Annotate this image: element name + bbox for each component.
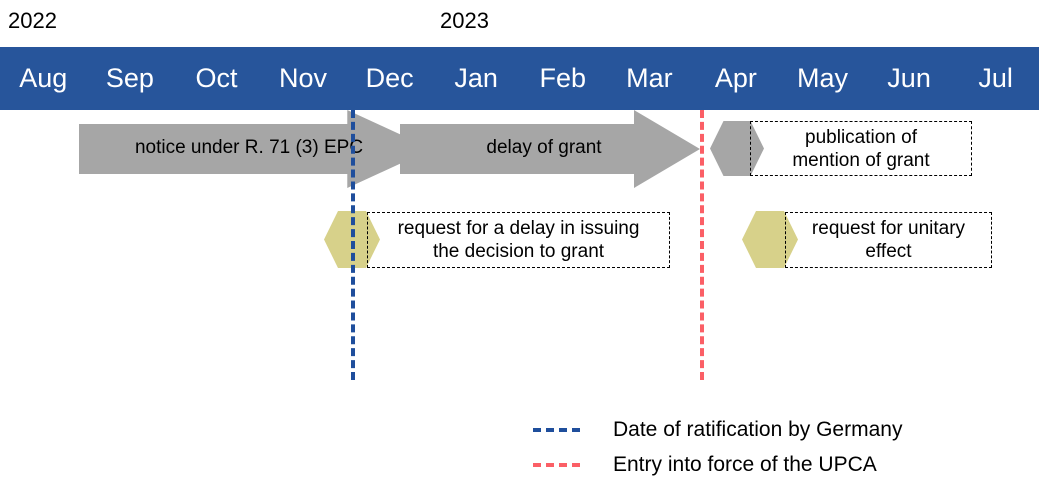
month-cell-may: May [796, 63, 848, 93]
month-cell-apr: Apr [714, 63, 757, 93]
hexagon-marker-publication [710, 121, 764, 176]
year-label-2023: 2023 [440, 8, 489, 33]
legend-item-ratification: Date of ratification by Germany [533, 412, 1003, 447]
callout-publication-line1: publication of [805, 126, 917, 148]
legend-swatch-blue-dashed-icon [533, 427, 580, 432]
month-cell-jul: Jul [978, 63, 1013, 93]
month-cell-dec: Dec [365, 63, 414, 93]
legend-swatch-red-dashed-icon [533, 462, 580, 467]
legend-label-upca: Entry into force of the UPCA [613, 452, 877, 476]
phase-arrow-notice-label: notice under R. 71 (3) EPC [134, 137, 364, 158]
phase-arrow-delay-of-grant-label: delay of grant [486, 137, 602, 158]
month-cell-aug: Aug [19, 63, 68, 93]
year-label-2022: 2022 [8, 8, 57, 33]
callout-request-for-delay: request for a delay in issuing the decis… [367, 212, 670, 268]
callout-unitary-request-line1: request for unitary [811, 218, 966, 239]
month-cell-mar: Mar [626, 63, 673, 93]
month-cell-sep: Sep [105, 63, 154, 93]
callout-request-for-unitary-effect: request for unitary effect [785, 212, 992, 268]
legend-item-upca: Entry into force of the UPCA [533, 447, 1003, 482]
marker-line-upca [700, 110, 704, 380]
callout-delay-request-line1: request for a delay in issuing [397, 218, 640, 239]
marker-line-ratification [351, 110, 355, 380]
legend: Date of ratification by Germany Entry in… [533, 412, 1003, 482]
month-cell-nov: Nov [279, 63, 328, 93]
callout-publication-of-mention-of-grant: publication of mention of grant [750, 121, 972, 176]
month-cell-jun: Jun [887, 63, 931, 93]
callout-publication-line2: mention of grant [792, 149, 930, 171]
callout-delay-request-line2: the decision to grant [432, 241, 605, 262]
month-axis-bar: Aug Sep Oct Nov Dec Jan Feb Mar Apr May … [0, 47, 1039, 110]
month-cell-jan: Jan [454, 63, 498, 93]
callout-unitary-request-line2: effect [865, 241, 912, 262]
month-cell-oct: Oct [195, 63, 238, 93]
month-cell-feb: Feb [539, 63, 587, 93]
legend-label-ratification: Date of ratification by Germany [613, 417, 903, 441]
